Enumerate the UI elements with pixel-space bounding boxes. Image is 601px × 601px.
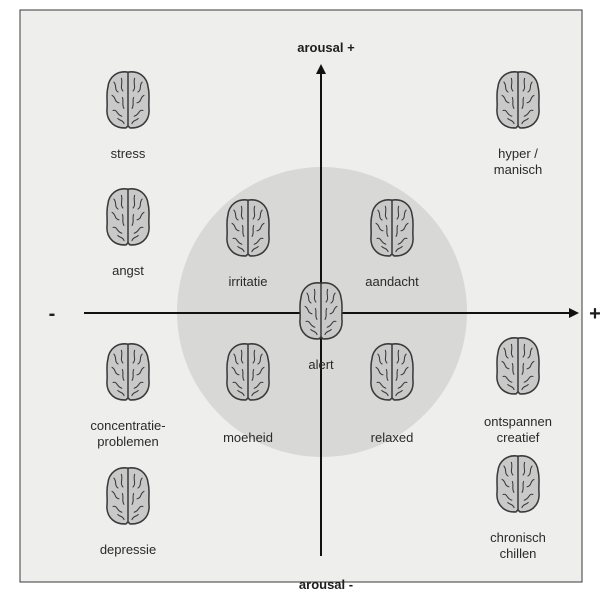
state-irritatie: irritatie (227, 200, 269, 289)
state-label: angst (112, 263, 144, 278)
state-label: alert (308, 357, 334, 372)
brain-icon (371, 344, 413, 400)
state-label-line: relaxed (371, 430, 414, 445)
state-label-line: moeheid (223, 430, 273, 445)
brain-icon (497, 72, 539, 128)
state-label: concentratie-problemen (90, 418, 165, 449)
brain-icon (497, 338, 539, 394)
state-aandacht: aandacht (365, 200, 419, 289)
state-label-line: irritatie (228, 274, 267, 289)
state-label: depressie (100, 542, 156, 557)
state-label-line: alert (308, 357, 334, 372)
y-axis-bottom-label: arousal - (299, 577, 353, 592)
state-label-line: concentratie- (90, 418, 165, 433)
state-depressie: depressie (100, 468, 156, 557)
state-label-line: depressie (100, 542, 156, 557)
brain-icon (497, 456, 539, 512)
brain-icon (107, 189, 149, 245)
state-label-line: ontspannen (484, 414, 552, 429)
state-label-line: manisch (494, 162, 542, 177)
state-label: aandacht (365, 274, 419, 289)
state-label-line: creatief (497, 430, 540, 445)
state-relaxed: relaxed (371, 344, 414, 445)
brain-icon (107, 72, 149, 128)
x-axis-minus-sign: - (49, 303, 56, 325)
state-label-line: angst (112, 263, 144, 278)
state-label-line: chillen (500, 546, 537, 561)
brain-icon (227, 344, 269, 400)
state-label: hyper /manisch (494, 146, 542, 177)
state-label-line: stress (111, 146, 146, 161)
state-label-line: aandacht (365, 274, 419, 289)
brain-icon (371, 200, 413, 256)
state-moeheid: moeheid (223, 344, 273, 445)
state-label: relaxed (371, 430, 414, 445)
state-stress: stress (107, 72, 149, 161)
brain-icon (227, 200, 269, 256)
state-label: stress (111, 146, 146, 161)
y-axis-top-label: arousal + (297, 40, 355, 55)
state-label-line: chronisch (490, 530, 546, 545)
state-angst: angst (107, 189, 149, 278)
state-label-line: problemen (97, 434, 158, 449)
state-label: moeheid (223, 430, 273, 445)
state-label: irritatie (228, 274, 267, 289)
brain-icon (107, 468, 149, 524)
state-label-line: hyper / (498, 146, 538, 161)
x-axis-plus-sign: + (589, 303, 601, 325)
brain-icon (107, 344, 149, 400)
brain-icon (300, 283, 342, 339)
